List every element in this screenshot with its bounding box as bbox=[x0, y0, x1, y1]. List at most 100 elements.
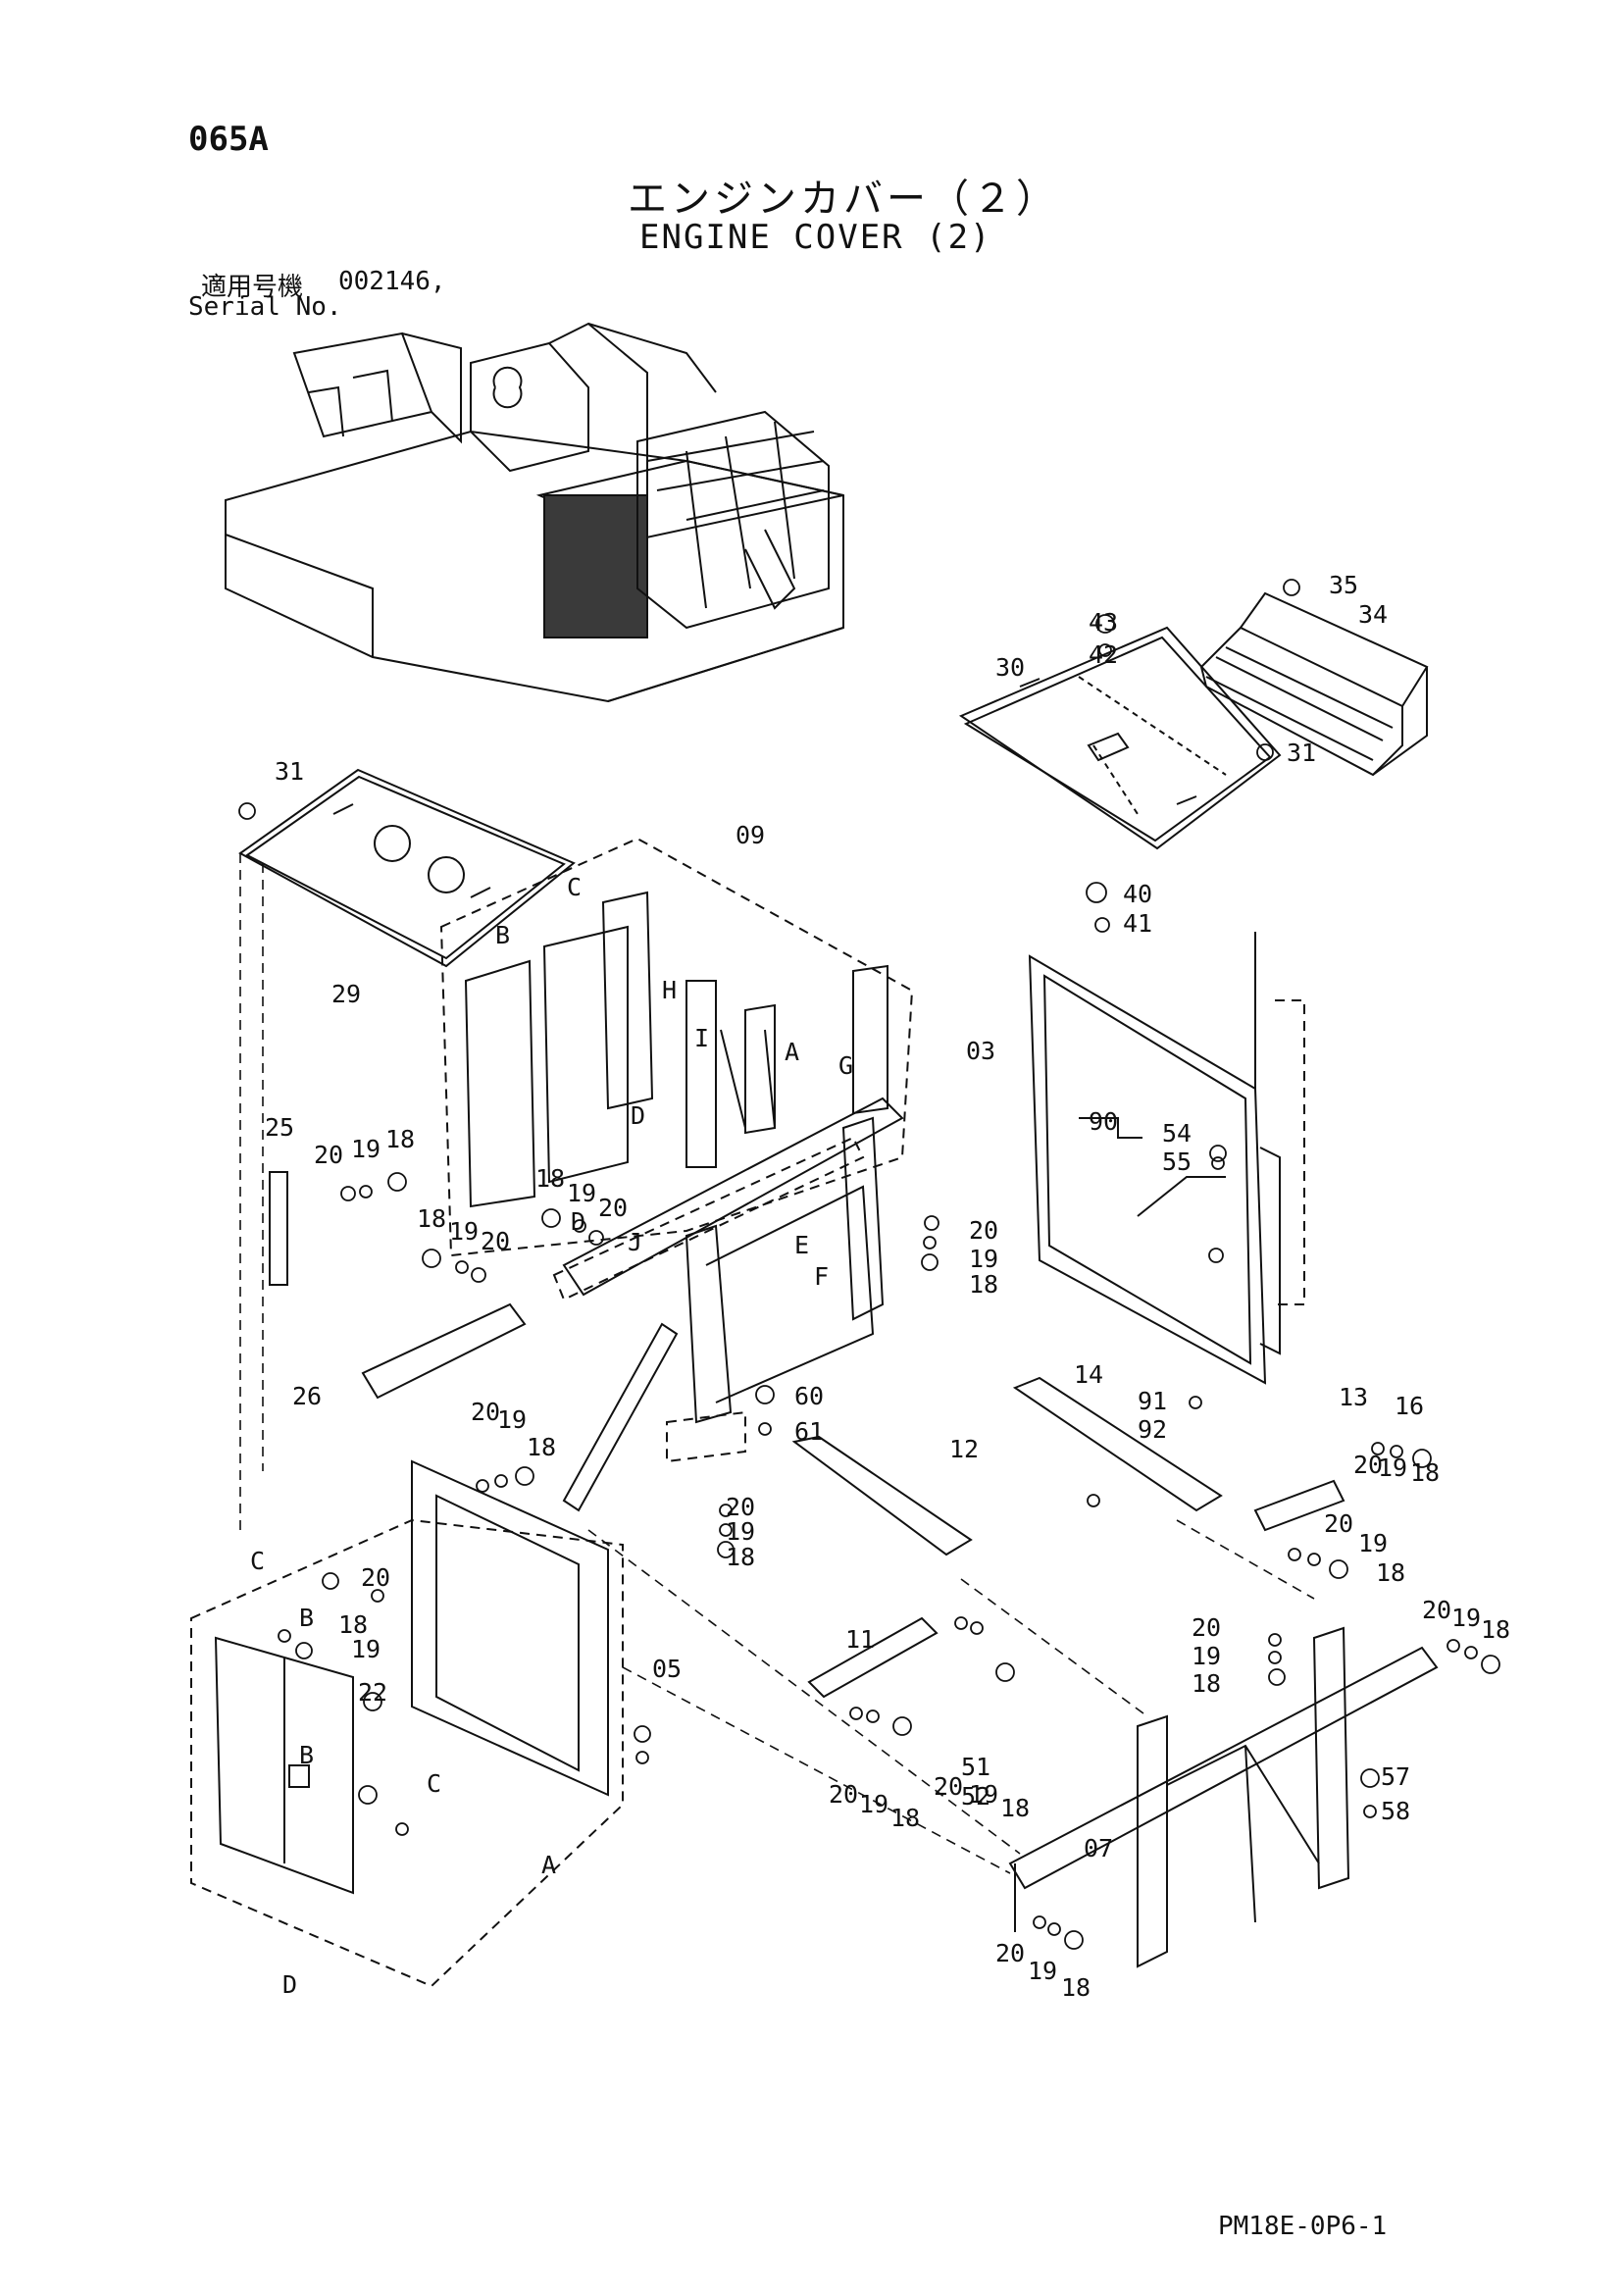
beam-14 bbox=[1012, 1376, 1223, 1512]
callout-label: C bbox=[567, 873, 582, 901]
callout-label: 31 bbox=[275, 757, 304, 786]
callout-label: 90 bbox=[1089, 1107, 1118, 1136]
callout-label: 19 bbox=[1451, 1604, 1481, 1632]
callout-label: 19 bbox=[859, 1790, 888, 1818]
callout-label: B bbox=[299, 1604, 314, 1632]
callout-label: 16 bbox=[1395, 1392, 1424, 1420]
callout-label: 19 bbox=[969, 1780, 998, 1809]
callout-label: C bbox=[427, 1769, 441, 1798]
callout-label: B bbox=[299, 1741, 314, 1769]
callout-label: 25 bbox=[265, 1113, 294, 1142]
bracket-13 bbox=[1253, 1479, 1345, 1532]
stay-16 bbox=[562, 1322, 679, 1512]
callout-label: 19 bbox=[1028, 1957, 1057, 1985]
callout-label: 11 bbox=[845, 1625, 875, 1654]
callout-label: 20 bbox=[969, 1216, 998, 1245]
arm-26 bbox=[361, 1302, 527, 1400]
callout-label: 19 bbox=[351, 1135, 381, 1163]
callout-label: 60 bbox=[794, 1382, 824, 1410]
callout-label: 52 bbox=[961, 1782, 990, 1811]
title-japanese: エンジンカバー（２） bbox=[628, 177, 1059, 222]
callout-label: 12 bbox=[949, 1435, 979, 1463]
callout-label: 20 bbox=[1324, 1509, 1353, 1538]
callout-label: 92 bbox=[1138, 1415, 1167, 1444]
fasteners bbox=[238, 579, 1500, 1950]
callout-label: 41 bbox=[1123, 909, 1152, 938]
callout-label: D bbox=[571, 1207, 585, 1236]
callout-label: 18 bbox=[969, 1270, 998, 1299]
door-group-09 bbox=[439, 837, 914, 1257]
callout-label: 20 bbox=[995, 1939, 1025, 1967]
callout-label: D bbox=[631, 1101, 645, 1130]
frame-03 bbox=[1028, 932, 1305, 1385]
cover-plate-29 bbox=[238, 768, 576, 968]
callout-label: 09 bbox=[736, 821, 765, 849]
callout-label: 19 bbox=[1378, 1454, 1407, 1482]
callout-label: F bbox=[814, 1262, 829, 1291]
callout-label: 18 bbox=[385, 1125, 415, 1153]
callout-label: H bbox=[662, 976, 677, 1004]
title-english: ENGINE COVER (2) bbox=[639, 218, 992, 257]
callout-label: D bbox=[282, 1970, 297, 1999]
callout-label: C bbox=[250, 1547, 265, 1575]
callout-label: 58 bbox=[1381, 1797, 1410, 1825]
callout-label: 18 bbox=[535, 1164, 565, 1193]
callout-label: 19 bbox=[449, 1217, 479, 1246]
callout-label: 18 bbox=[890, 1804, 920, 1832]
callout-label: 30 bbox=[995, 653, 1025, 682]
callout-label: 18 bbox=[1376, 1558, 1405, 1587]
callout-label: 54 bbox=[1162, 1119, 1192, 1148]
callout-label: 35 bbox=[1329, 571, 1358, 599]
callout-label: 03 bbox=[966, 1037, 995, 1065]
callout-label: 61 bbox=[794, 1417, 824, 1446]
silencer-34 bbox=[1199, 591, 1429, 777]
callout-label: 29 bbox=[331, 980, 361, 1008]
callout-label: 20 bbox=[598, 1194, 628, 1222]
callout-label: 42 bbox=[1089, 640, 1118, 669]
callout-label: 20 bbox=[1353, 1451, 1383, 1479]
bracket-25 bbox=[269, 1171, 288, 1286]
callout-label: 20 bbox=[829, 1780, 858, 1809]
callout-label: 20 bbox=[934, 1772, 963, 1801]
callout-label: 18 bbox=[417, 1204, 446, 1233]
callout-label: I bbox=[694, 1024, 709, 1052]
callout-label: E bbox=[794, 1231, 809, 1259]
callout-label: 51 bbox=[961, 1753, 990, 1781]
callout-label: J bbox=[628, 1228, 642, 1256]
page-code: 065A bbox=[188, 120, 269, 159]
callout-label: 18 bbox=[527, 1433, 556, 1461]
callout-label: A bbox=[541, 1851, 556, 1879]
callout-label: 18 bbox=[338, 1610, 368, 1639]
callout-label: B bbox=[495, 921, 510, 949]
callout-label: 14 bbox=[1074, 1360, 1103, 1389]
callout-label: 05 bbox=[652, 1655, 682, 1683]
callout-label: 22 bbox=[358, 1678, 387, 1707]
callout-label: 20 bbox=[361, 1563, 390, 1592]
leader-lines bbox=[239, 853, 1315, 1874]
callout-label: 18 bbox=[1410, 1458, 1440, 1487]
callout-label: A bbox=[785, 1038, 799, 1066]
callout-label: 91 bbox=[1138, 1387, 1167, 1415]
serial-label-japanese: 適用号機 bbox=[201, 273, 304, 302]
callout-label: 34 bbox=[1358, 600, 1388, 629]
callout-label: 31 bbox=[1287, 739, 1316, 767]
callout-label: 43 bbox=[1089, 608, 1118, 637]
bracket-12 bbox=[791, 1435, 973, 1556]
callout-label: 20 bbox=[314, 1141, 343, 1169]
callout-label: 07 bbox=[1084, 1834, 1113, 1862]
callout-label: 19 bbox=[497, 1405, 527, 1434]
callout-label: 13 bbox=[1339, 1383, 1368, 1411]
callout-label: 55 bbox=[1162, 1148, 1192, 1176]
callout-label: 19 bbox=[969, 1245, 998, 1273]
callout-label: 20 bbox=[726, 1493, 755, 1521]
callout-label: 19 bbox=[1192, 1642, 1221, 1670]
cover-plate-30 bbox=[958, 626, 1282, 850]
callout-label: 20 bbox=[471, 1398, 500, 1426]
callout-label: 26 bbox=[292, 1382, 322, 1410]
callout-label: 20 bbox=[1422, 1596, 1451, 1624]
center-frame bbox=[552, 1097, 904, 1463]
callout-label: 20 bbox=[481, 1227, 510, 1255]
callout-label: 18 bbox=[1481, 1615, 1510, 1644]
